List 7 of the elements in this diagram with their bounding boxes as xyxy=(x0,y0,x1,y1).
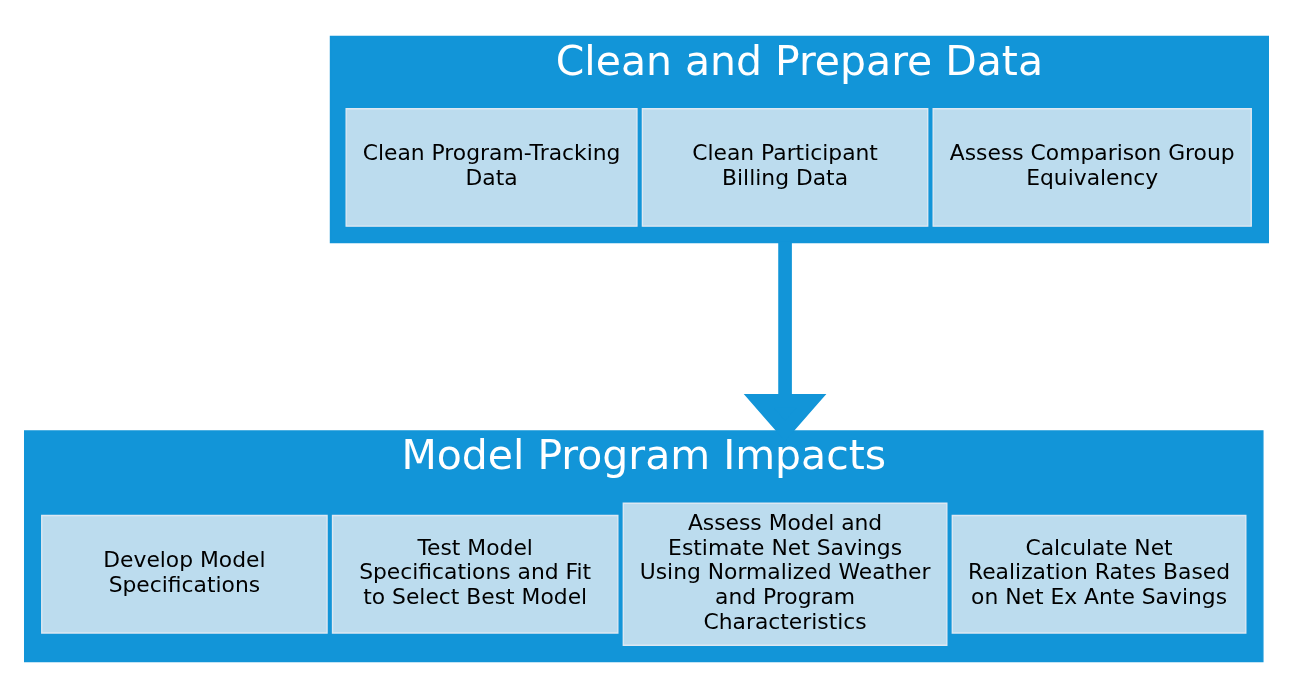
node-box: Clean Participant Billing Data xyxy=(641,108,929,227)
node-box: Test Model Specifications and Fit to Select Best Model xyxy=(331,514,619,634)
node-box: Assess Model and Estimate Net Savings Using Normalized Weather and Program Characteristics xyxy=(622,502,948,646)
node-box: Calculate Net Realization Rates Based on Net Ex Ante Savings xyxy=(951,514,1247,634)
node-box: Clean Program-Tracking Data xyxy=(345,108,638,227)
node-box: Develop Model Specifications xyxy=(41,514,328,634)
node-box: Assess Comparison Group Equivalency xyxy=(932,108,1252,227)
